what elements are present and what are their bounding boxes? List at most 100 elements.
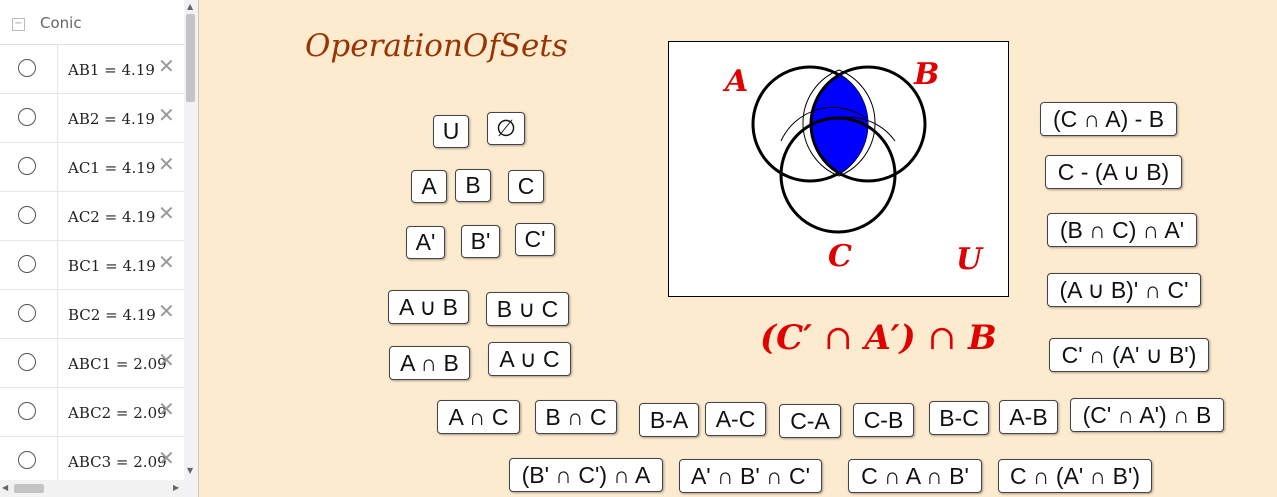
button-a-intersect-b[interactable]: A ∩ B	[389, 346, 470, 380]
visibility-toggle[interactable]	[18, 59, 36, 77]
algebra-item[interactable]: BC1 = 4.19✕	[0, 241, 184, 290]
button-c-minus-a-union-b[interactable]: C - (A ∪ B)	[1045, 155, 1182, 189]
divider	[57, 437, 58, 485]
close-icon[interactable]: ✕	[158, 152, 175, 176]
button-b-minus-a[interactable]: B-A	[639, 403, 699, 437]
algebra-item-text[interactable]: AB1 = 4.19	[68, 61, 155, 79]
expr-part-b: A′)	[864, 318, 916, 358]
close-icon[interactable]: ✕	[158, 299, 175, 323]
button-bp-intersect-cp-intersect-a[interactable]: (B' ∩ C') ∩ A	[509, 458, 663, 492]
close-icon[interactable]: ✕	[158, 446, 175, 470]
label-u: U	[956, 242, 984, 277]
item-name: AB1	[68, 61, 100, 79]
button-b-intersect-c-intersect-ap[interactable]: (B ∩ C) ∩ A'	[1047, 213, 1197, 247]
button-universal-set[interactable]: U	[433, 115, 469, 148]
button-a-union-b-complement-intersect-cp[interactable]: (A ∪ B)' ∩ C'	[1047, 273, 1201, 307]
page-title: OperationOfSets	[305, 28, 568, 64]
collapse-icon[interactable]: −	[12, 18, 25, 31]
button-a-intersect-c[interactable]: A ∩ C	[437, 400, 520, 434]
algebra-item-text[interactable]: ABC2 = 2.09	[68, 404, 167, 422]
item-value: 4.19	[121, 208, 156, 226]
algebra-view: − Conic AB1 = 4.19✕AB2 = 4.19✕AC1 = 4.19…	[0, 0, 199, 497]
button-empty-set[interactable]: ∅	[487, 112, 525, 145]
inner-arc-3	[802, 69, 840, 177]
button-b-minus-c[interactable]: B-C	[929, 401, 989, 435]
button-a-minus-b[interactable]: A-B	[999, 400, 1058, 434]
visibility-toggle[interactable]	[18, 451, 36, 469]
algebra-item[interactable]: AC2 = 4.19✕	[0, 192, 184, 241]
vertical-scrollbar[interactable]: ▲ ▼	[184, 0, 198, 480]
expr-op-2: ∩	[927, 318, 957, 358]
visibility-toggle[interactable]	[18, 304, 36, 322]
algebra-item-text[interactable]: ABC3 = 2.09	[68, 453, 167, 471]
button-c-intersect-a-minus-b[interactable]: (C ∩ A) - B	[1040, 102, 1177, 136]
close-icon[interactable]: ✕	[158, 348, 175, 372]
algebra-item-text[interactable]: BC2 = 4.19	[68, 306, 156, 324]
algebra-item[interactable]: ABC3 = 2.09✕	[0, 437, 184, 486]
scroll-right-icon[interactable]: ▶	[173, 483, 180, 492]
item-name: BC1	[68, 257, 101, 275]
item-value: 4.19	[121, 61, 155, 79]
scroll-thumb-horizontal[interactable]	[14, 484, 44, 493]
button-cp-intersect-ap-union-bp[interactable]: C' ∩ (A' ∪ B')	[1049, 338, 1209, 372]
button-a-union-c[interactable]: A ∪ C	[488, 342, 571, 376]
algebra-item[interactable]: AC1 = 4.19✕	[0, 143, 184, 192]
algebra-item[interactable]: AB2 = 4.19✕	[0, 94, 184, 143]
scroll-left-icon[interactable]: ◀	[2, 483, 9, 492]
button-b-union-c[interactable]: B ∪ C	[486, 292, 569, 326]
item-value: 4.19	[122, 257, 156, 275]
algebra-item[interactable]: AB1 = 4.19✕	[0, 45, 184, 94]
visibility-toggle[interactable]	[18, 353, 36, 371]
algebra-item-text[interactable]: BC1 = 4.19	[68, 257, 156, 275]
divider	[57, 45, 58, 93]
button-a-minus-c[interactable]: A-C	[705, 402, 766, 436]
algebra-item[interactable]: ABC1 = 2.09✕	[0, 339, 184, 388]
algebra-item[interactable]: ABC2 = 2.09✕	[0, 388, 184, 437]
algebra-item-text[interactable]: AC1 = 4.19	[68, 159, 156, 177]
visibility-toggle[interactable]	[18, 157, 36, 175]
circle-c	[779, 116, 897, 234]
button-complement-a[interactable]: A'	[406, 226, 445, 259]
button-set-c[interactable]: C	[508, 170, 544, 203]
button-c-minus-b[interactable]: C-B	[853, 403, 914, 437]
algebra-item-text[interactable]: ABC1 = 2.09	[68, 355, 167, 373]
algebra-item-text[interactable]: AB2 = 4.19	[68, 110, 155, 128]
item-name: BC2	[68, 306, 101, 324]
scroll-thumb[interactable]	[186, 14, 195, 102]
visibility-toggle[interactable]	[18, 402, 36, 420]
algebra-item-text[interactable]: AC2 = 4.19	[68, 208, 156, 226]
button-set-a[interactable]: A	[411, 170, 447, 203]
button-complement-c[interactable]: C'	[515, 223, 555, 256]
button-b-intersect-c[interactable]: B ∩ C	[535, 400, 617, 434]
visibility-toggle[interactable]	[18, 108, 36, 126]
expression-label: (C′ ∩ A′) ∩ B	[760, 318, 997, 358]
button-a-union-b[interactable]: A ∪ B	[388, 290, 469, 324]
divider	[57, 94, 58, 142]
close-icon[interactable]: ✕	[158, 250, 175, 274]
button-ap-intersect-bp-intersect-cp[interactable]: A' ∩ B' ∩ C'	[679, 459, 822, 493]
scroll-up-icon[interactable]: ▲	[187, 2, 194, 11]
item-value: 4.19	[121, 110, 155, 128]
visibility-toggle[interactable]	[18, 206, 36, 224]
close-icon[interactable]: ✕	[158, 397, 175, 421]
button-complement-b[interactable]: B'	[461, 225, 500, 258]
horizontal-scrollbar[interactable]: ◀ ▶	[0, 480, 198, 497]
button-set-b[interactable]: B	[455, 169, 491, 202]
button-c-minus-a[interactable]: C-A	[779, 404, 841, 438]
button-c-intersect-ap-intersect-bp[interactable]: C ∩ (A' ∩ B')	[998, 459, 1152, 493]
close-icon[interactable]: ✕	[158, 201, 175, 225]
algebra-item[interactable]: BC2 = 4.19✕	[0, 290, 184, 339]
item-value: 4.19	[122, 306, 156, 324]
item-name: ABC1	[68, 355, 112, 373]
visibility-toggle[interactable]	[18, 255, 36, 273]
scroll-down-icon[interactable]: ▼	[187, 466, 194, 475]
item-value: 2.09	[133, 453, 167, 471]
inner-arc-1	[780, 106, 867, 142]
close-icon[interactable]: ✕	[158, 54, 175, 78]
divider	[57, 339, 58, 387]
expr-part-c: B	[967, 318, 997, 358]
close-icon[interactable]: ✕	[158, 103, 175, 127]
button-c-intersect-a-intersect-bp[interactable]: C ∩ A ∩ B'	[848, 459, 982, 493]
button-cp-intersect-ap-intersect-b[interactable]: (C' ∩ A') ∩ B	[1070, 398, 1224, 432]
algebra-group-header[interactable]: − Conic	[0, 0, 184, 45]
